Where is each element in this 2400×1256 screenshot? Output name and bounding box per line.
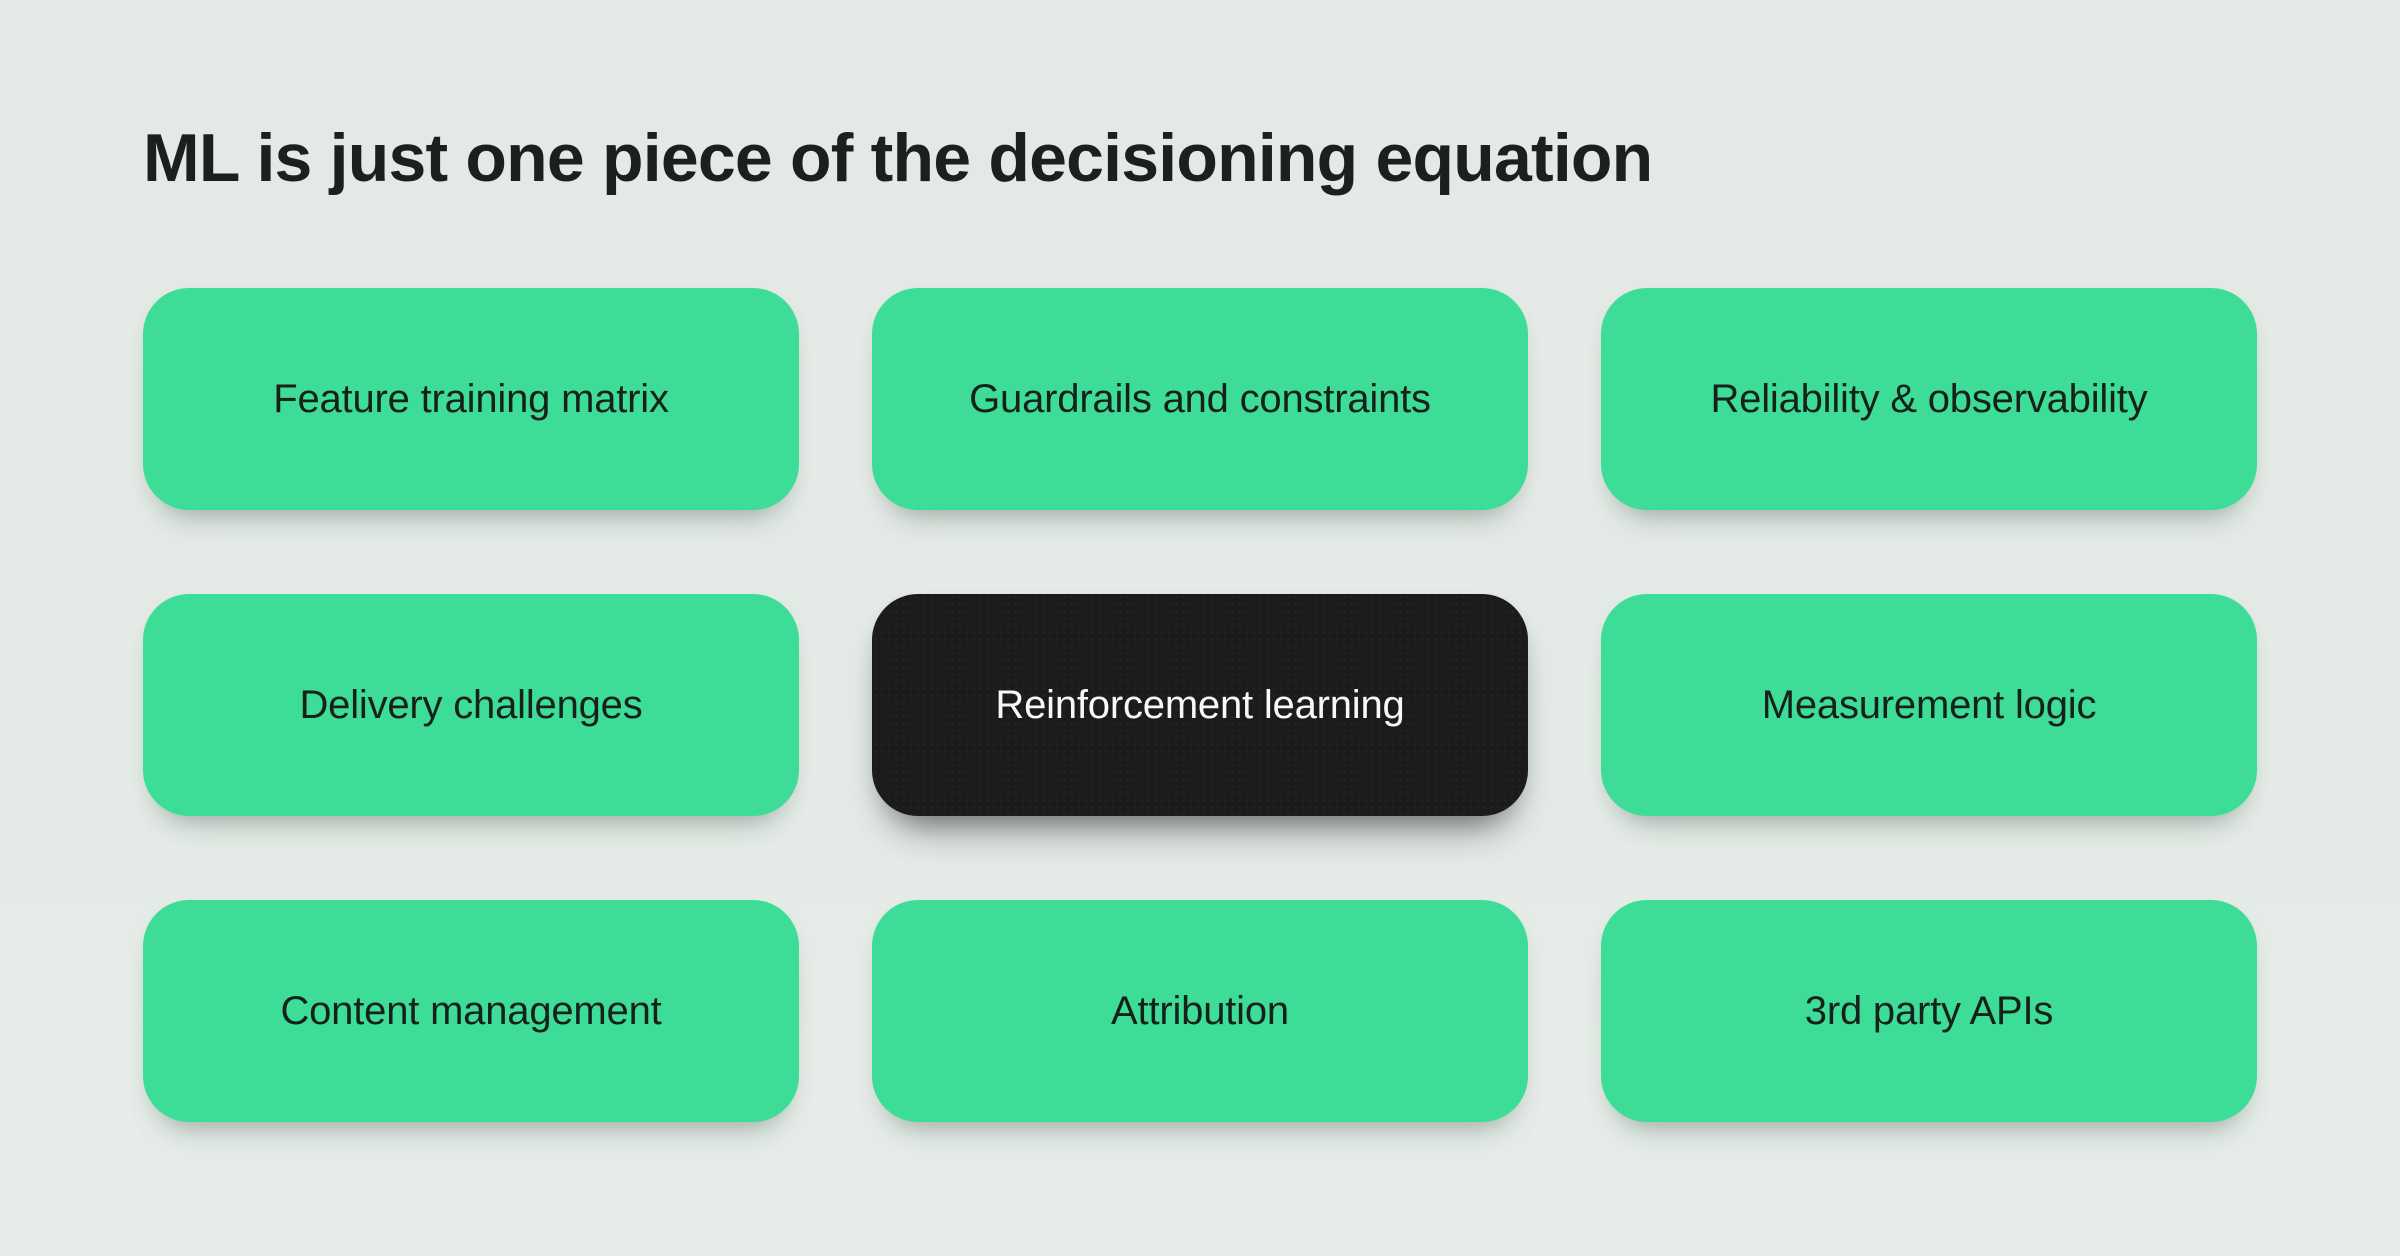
card-label: Content management: [280, 988, 662, 1033]
card-label: Reliability & observability: [1710, 376, 2148, 421]
slide-title: ML is just one piece of the decisioning …: [143, 120, 1653, 196]
card-grid: Feature training matrix Guardrails and c…: [143, 288, 2257, 1122]
card-label: Guardrails and constraints: [969, 376, 1431, 421]
card-label: 3rd party APIs: [1804, 988, 2054, 1033]
card-content-management: Content management: [143, 900, 799, 1122]
card-guardrails-and-constraints: Guardrails and constraints: [872, 288, 1528, 510]
card-reinforcement-learning-highlighted: Reinforcement learning: [872, 594, 1528, 816]
card-3rd-party-apis: 3rd party APIs: [1601, 900, 2257, 1122]
card-delivery-challenges: Delivery challenges: [143, 594, 799, 816]
card-label: Feature training matrix: [273, 376, 669, 421]
card-measurement-logic: Measurement logic: [1601, 594, 2257, 816]
card-label: Attribution: [1111, 988, 1289, 1033]
card-label: Reinforcement learning: [995, 682, 1405, 727]
card-feature-training-matrix: Feature training matrix: [143, 288, 799, 510]
card-label: Measurement logic: [1761, 682, 2097, 727]
card-attribution: Attribution: [872, 900, 1528, 1122]
card-label: Delivery challenges: [299, 682, 643, 727]
card-reliability-observability: Reliability & observability: [1601, 288, 2257, 510]
